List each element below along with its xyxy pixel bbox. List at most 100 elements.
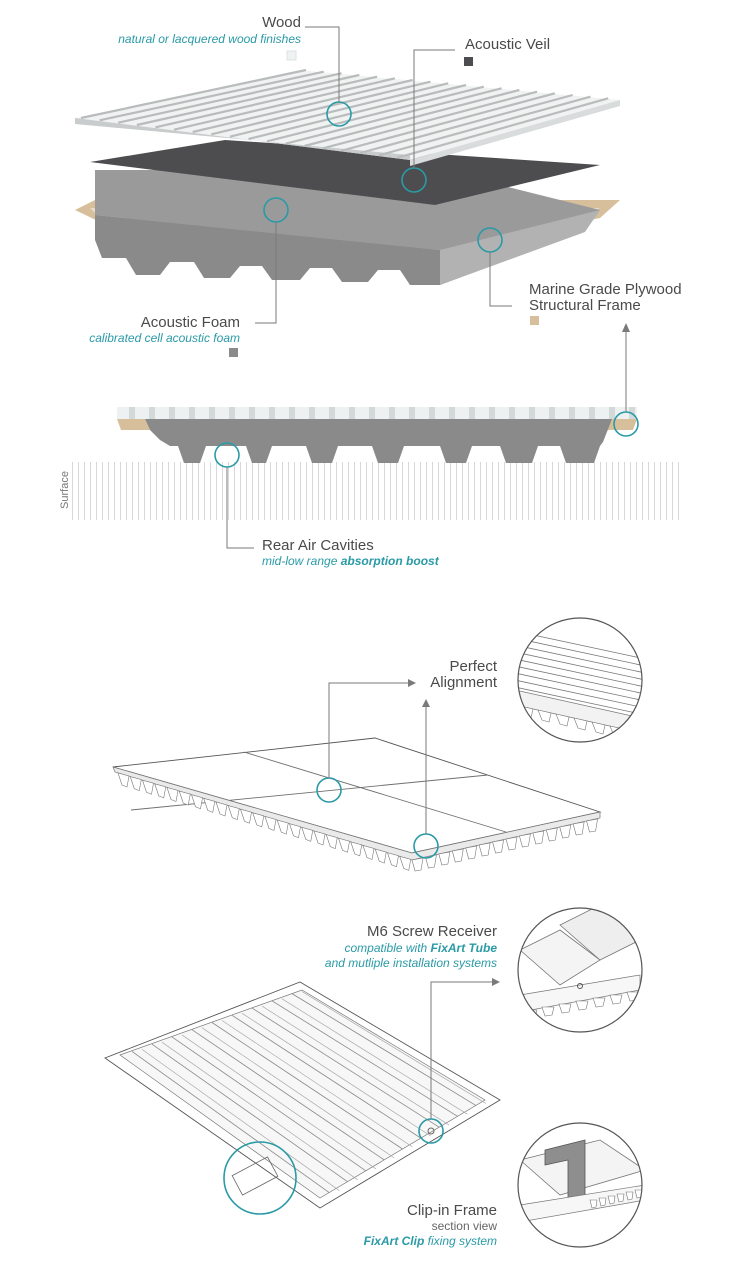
section-slat-gap bbox=[249, 407, 255, 419]
foam-tooth bbox=[338, 837, 350, 853]
foam-swatch bbox=[229, 348, 238, 357]
rib-edge bbox=[291, 993, 477, 1106]
rib-edge bbox=[201, 1027, 395, 1159]
foam-tooth bbox=[252, 812, 265, 828]
rib-edge bbox=[281, 998, 468, 1115]
foam-tooth bbox=[559, 824, 572, 839]
section-panel bbox=[117, 407, 637, 463]
detail-tooth bbox=[616, 1193, 625, 1203]
detail-tooth bbox=[573, 717, 588, 731]
wood-slat-groove bbox=[248, 83, 467, 141]
foam-tooth bbox=[586, 818, 598, 833]
cavities-label: Rear Air Cavities bbox=[262, 537, 374, 554]
clip-sublabel-line1: section view bbox=[432, 1219, 498, 1233]
wood-label: Wood bbox=[262, 14, 301, 31]
alignment-detail-circle bbox=[517, 617, 643, 743]
detail-tooth bbox=[625, 1191, 634, 1201]
section-slat-gap bbox=[589, 407, 595, 419]
foam-tooth bbox=[438, 851, 451, 866]
section-slat-gap bbox=[609, 407, 615, 419]
rib-edge bbox=[301, 991, 487, 1104]
rib-edge bbox=[181, 1034, 377, 1170]
rib-edge bbox=[231, 1014, 422, 1139]
detail-tooth bbox=[598, 1197, 607, 1207]
detail-tooth bbox=[592, 997, 606, 1008]
foam-tooth bbox=[362, 845, 375, 860]
acoustic-veil-layer bbox=[90, 140, 600, 205]
rib-edge bbox=[161, 1041, 358, 1180]
detail-slat-line bbox=[518, 643, 642, 675]
detail-tooth bbox=[575, 1000, 589, 1011]
foam-tooth bbox=[399, 855, 412, 871]
detail-slat-line bbox=[518, 657, 642, 689]
wood-sublabel: natural or lacquered wood finishes bbox=[118, 32, 301, 46]
wood-slat-groove bbox=[173, 77, 396, 131]
detail-slat-line bbox=[518, 664, 642, 696]
foam-tooth bbox=[572, 821, 585, 836]
foam-tooth bbox=[451, 848, 464, 863]
clip-label: Clip-in Frame bbox=[407, 1202, 497, 1219]
section-slat-gap bbox=[429, 407, 435, 419]
wood-slat-groove bbox=[99, 70, 325, 122]
detail-tooth bbox=[555, 713, 570, 727]
foam-tooth bbox=[325, 834, 338, 850]
section-slat-gap bbox=[489, 407, 495, 419]
foam-tooth bbox=[313, 830, 326, 846]
section-slat-gap bbox=[449, 407, 455, 419]
wood-slat-groove bbox=[117, 72, 342, 124]
section-slat-gap bbox=[389, 407, 395, 419]
veil-label: Acoustic Veil bbox=[465, 36, 550, 53]
foam-tooth bbox=[203, 797, 216, 813]
rib-edge bbox=[171, 1036, 367, 1172]
detail-tooth bbox=[524, 1009, 538, 1020]
foam-tooth bbox=[154, 783, 167, 799]
foam-tooth bbox=[519, 833, 531, 848]
section-slat-gap bbox=[229, 407, 235, 419]
foam-tooth bbox=[478, 842, 491, 857]
foam-tooth bbox=[411, 857, 424, 872]
alignment-label-line1: Perfect bbox=[449, 658, 497, 675]
screw-label: M6 Screw Receiver bbox=[367, 923, 497, 940]
section-slat-gap bbox=[309, 407, 315, 419]
screw-sublabel-line2: and mutliple installation systems bbox=[325, 956, 497, 970]
screw-hole bbox=[427, 1127, 435, 1135]
foam-tooth bbox=[545, 827, 558, 842]
detail-slat-line bbox=[518, 650, 642, 682]
rib-edge bbox=[251, 1007, 440, 1128]
clip-sublabel-line2: FixArt Clip fixing system bbox=[364, 1234, 497, 1248]
detail-slat-line bbox=[518, 636, 642, 668]
foam-tooth bbox=[350, 841, 363, 857]
wood-slat-groove bbox=[229, 82, 449, 138]
wood-slat-groove bbox=[136, 73, 360, 127]
wood-slat-groove bbox=[155, 75, 378, 129]
screw-receiver-detail-circle bbox=[517, 907, 643, 1033]
plywood-label-line1: Marine Grade Plywood bbox=[529, 281, 682, 298]
wood-slat-groove bbox=[266, 85, 485, 143]
wood-slats-layer bbox=[75, 68, 620, 166]
detail-tooth bbox=[607, 1195, 616, 1205]
foam-tooth bbox=[129, 776, 142, 792]
foam-tooth bbox=[465, 845, 478, 860]
detail-slat-line bbox=[518, 678, 642, 710]
veil-swatch bbox=[464, 57, 473, 66]
surface-label: Surface bbox=[59, 471, 71, 509]
detail-slat-line bbox=[518, 671, 642, 703]
section-slat-gap bbox=[189, 407, 195, 419]
foam-tooth bbox=[492, 839, 504, 854]
wood-slat-groove bbox=[192, 78, 413, 134]
foam-tooth bbox=[532, 830, 545, 845]
section-slat-gap bbox=[349, 407, 355, 419]
foam-tooth bbox=[301, 826, 314, 842]
alignment-label-line2: Alignment bbox=[430, 674, 498, 691]
rib-edge bbox=[261, 1005, 450, 1126]
section-slat-gap bbox=[369, 407, 375, 419]
cavities-sublabel: mid-low range absorption boost bbox=[262, 554, 440, 568]
section-slat-gap bbox=[469, 407, 475, 419]
wood-slat-groove bbox=[359, 93, 573, 155]
rib-edge bbox=[131, 1051, 330, 1193]
foam-tooth bbox=[215, 801, 228, 817]
screw-sublabel-line1: compatible with FixArt Tube bbox=[345, 941, 498, 955]
foam-tooth bbox=[240, 808, 252, 824]
rib-edge bbox=[191, 1029, 385, 1161]
section-slat-gap bbox=[569, 407, 575, 419]
